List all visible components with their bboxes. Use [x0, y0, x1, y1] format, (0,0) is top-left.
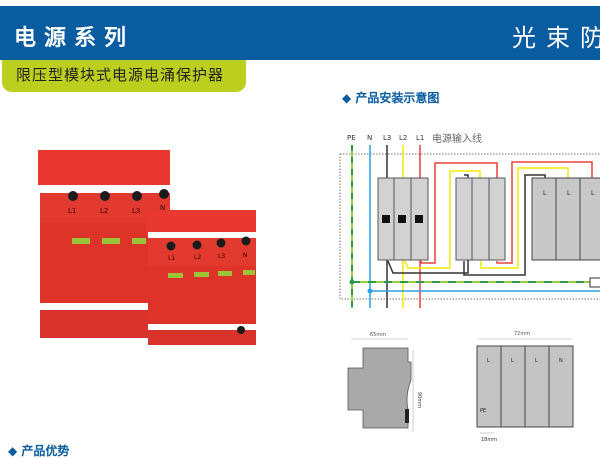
wiring-diagram: PE N L3 L2 L1 电源输入线: [339, 132, 600, 308]
terminal-label: L1: [68, 207, 76, 215]
wire-label-l1: L1: [416, 134, 424, 142]
terminal-label: L2: [194, 254, 201, 261]
height-label: 90mm: [416, 392, 422, 408]
terminal-label: N: [243, 252, 248, 259]
pe-label: PE: [480, 408, 486, 414]
spd-label: L: [543, 190, 547, 197]
input-line-label: 电源输入线: [432, 132, 482, 145]
module-label: L: [487, 358, 490, 364]
spd-label: L: [591, 190, 595, 197]
terminal-label: N: [160, 204, 165, 212]
install-section-title: ◆ 产品安装示意图: [342, 91, 440, 105]
front-width-label: 72mm: [514, 331, 530, 337]
wire-label-n: N: [367, 134, 372, 142]
wire-label-l2: L2: [399, 134, 407, 142]
series-title: 电源系列: [14, 26, 135, 51]
wire-label-pe: PE: [347, 134, 356, 142]
terminal-label: L1: [168, 255, 175, 262]
side-width-label: 65mm: [370, 332, 386, 338]
header-band: [0, 6, 600, 60]
terminal-label: L3: [218, 253, 225, 260]
spd-label: L: [567, 190, 571, 197]
dimension-drawings: 65mm 90mm 72mm L L L N PE 18mm: [347, 331, 574, 443]
module-label: L: [535, 358, 538, 364]
wire-label-l3: L3: [383, 134, 391, 142]
brand-title: 光束防: [512, 24, 600, 52]
product-subtitle: 限压型模块式电源电涌保护器: [16, 66, 225, 84]
product-photo-small: L1 L2 L3 N: [146, 210, 256, 345]
module-width-label: 18mm: [481, 437, 497, 443]
module-label: N: [559, 358, 563, 364]
terminal-label: L3: [132, 207, 140, 215]
terminal-label: L2: [100, 207, 108, 215]
module-label: L: [511, 358, 514, 364]
subtitle-tab: [2, 60, 246, 92]
